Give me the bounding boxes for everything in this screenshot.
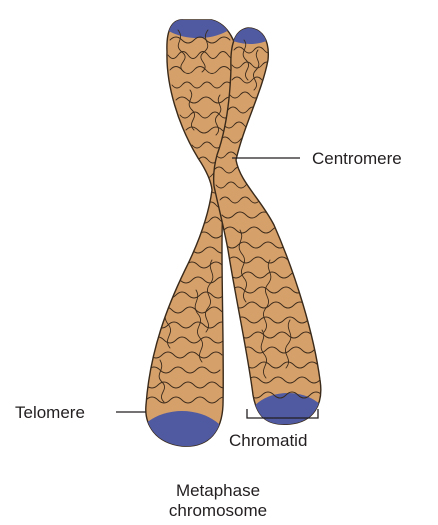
telomere-label: Telomere: [15, 403, 85, 422]
centromere-label: Centromere: [312, 149, 402, 168]
telomere-cap-left-bottom: [134, 411, 230, 483]
chromatid-label: Chromatid: [229, 431, 307, 450]
caption-line-1: Metaphase: [176, 481, 260, 500]
right-chromatid-outline: [214, 28, 321, 424]
right-chromatid: [214, 8, 332, 457]
caption-line-2: chromosome: [169, 501, 267, 520]
